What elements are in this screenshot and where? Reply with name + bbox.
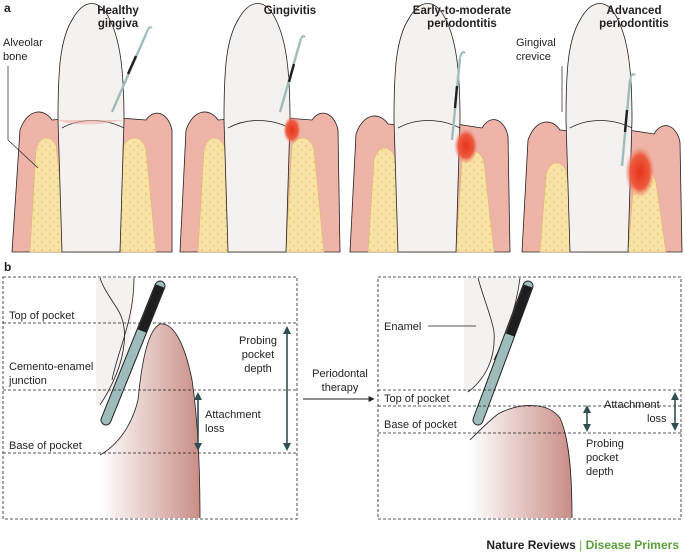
stage-gingivitis: Gingivitis <box>179 3 341 253</box>
gingival-crevice-label-line-1: Gingival <box>516 37 556 49</box>
right-attachment-line-2: loss <box>647 413 667 425</box>
therapy-arrow: Periodontal therapy <box>303 368 375 402</box>
left-cej-line-2: junction <box>8 375 47 387</box>
right-probing-line-3: depth <box>586 466 614 478</box>
panel-a-label: a <box>4 1 11 15</box>
alveolar-bone-label-line-2: bone <box>3 51 27 63</box>
stage-advanced-periodontitis: Advanced periodontitis Gingival crevice <box>516 3 683 253</box>
left-attachment-line-2: loss <box>205 423 225 435</box>
right-enamel: Enamel <box>384 321 421 333</box>
stage-3-title-line-1: Early-to-moderate <box>413 5 511 17</box>
right-attachment-line-1: Attachment <box>604 399 660 411</box>
stage-3-title-line-2: periodontitis <box>427 18 497 30</box>
panel-b-after: Enamel Top of pocket Base of pocket Atta… <box>377 276 682 520</box>
panel-b-label: b <box>4 260 11 274</box>
right-base-of-pocket: Base of pocket <box>384 419 457 431</box>
left-probing-line-2: pocket <box>242 349 274 361</box>
right-probing-line-2: pocket <box>586 452 618 464</box>
left-cej-line-1: Cemento-enamel <box>9 361 93 373</box>
gingival-crevice-label-line-2: crevice <box>516 51 551 63</box>
left-probing-line-1: Probing <box>239 335 277 347</box>
journal-name: Nature Reviews <box>486 538 576 552</box>
right-top-of-pocket: Top of pocket <box>384 393 449 405</box>
left-attachment-line-1: Attachment <box>205 409 261 421</box>
therapy-line-1: Periodontal <box>312 368 368 380</box>
stage-4-title-line-2: periodontitis <box>599 18 669 30</box>
therapy-line-2: therapy <box>322 382 359 394</box>
stage-4-title-line-1: Advanced <box>607 5 662 17</box>
journal-credit: Nature Reviews | Disease Primers <box>486 538 679 552</box>
left-probing-line-3: depth <box>244 363 272 375</box>
stage-1-title-line-1: Healthy <box>97 5 139 17</box>
journal-series: Disease Primers <box>585 538 679 552</box>
stage-early-periodontitis: Early-to-moderate periodontitis <box>349 3 511 253</box>
stage-2-title: Gingivitis <box>264 5 316 17</box>
left-base-of-pocket: Base of pocket <box>9 440 82 452</box>
journal-separator: | <box>579 538 583 552</box>
right-probing-line-1: Probing <box>586 438 624 450</box>
left-top-of-pocket: Top of pocket <box>9 310 74 322</box>
stage-1-title-line-2: gingiva <box>98 18 139 30</box>
alveolar-bone-label-line-1: Alveolar <box>3 37 43 49</box>
panel-b-before: Top of pocket Cemento-enamel junction Ba… <box>2 276 298 520</box>
stage-healthy: Healthy gingiva Alveolar bone <box>3 3 173 253</box>
